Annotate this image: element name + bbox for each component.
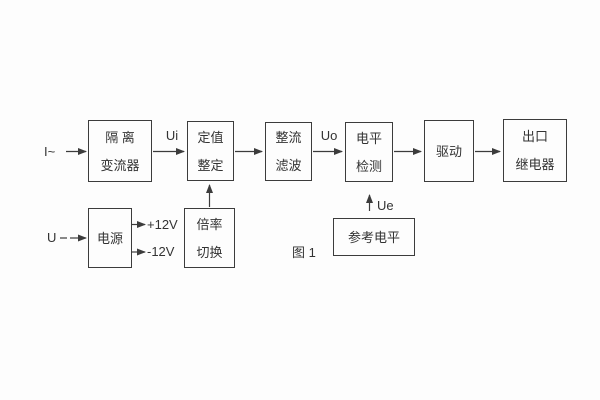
block-reference-level: 参考电平 (333, 218, 415, 256)
block-label: 变流器 (100, 157, 140, 173)
signal-label-positive-rail: +12V (147, 217, 178, 232)
block-label: 整流 (275, 130, 302, 145)
block-label: 滤波 (275, 158, 302, 173)
block-label: 隔 离 (105, 129, 135, 145)
block-rectify-filter: 整流 滤波 (265, 122, 312, 181)
block-label: 检测 (355, 158, 382, 174)
block-label: 参考电平 (347, 229, 400, 245)
block-ratio-switch: 倍率 切换 (184, 208, 235, 268)
block-label: 整定 (197, 157, 224, 173)
signal-label-ue: Ue (377, 198, 394, 213)
block-label: 定值 (197, 129, 224, 145)
block-isolation-transformer: 隔 离 变流器 (88, 120, 152, 182)
block-level-detection: 电平 检测 (345, 122, 393, 182)
block-label: 电源 (96, 230, 123, 246)
block-label: 继电器 (515, 157, 555, 172)
signal-label-ui: Ui (165, 128, 179, 143)
block-label: 倍率 (196, 216, 223, 232)
signal-label-voltage-input: U (47, 230, 57, 245)
block-label: 切换 (196, 244, 223, 260)
block-drive: 驱动 (424, 120, 474, 182)
block-label: 电平 (355, 130, 382, 146)
signal-label-negative-rail: -12V (147, 244, 175, 259)
block-label: 出口 (521, 129, 548, 144)
signal-label-uo: Uo (320, 128, 338, 143)
signal-label-current-input: I~ (44, 144, 56, 159)
block-value-setting: 定值 整定 (187, 121, 234, 181)
block-label: 驱动 (435, 143, 462, 159)
figure-caption: 图 1 (292, 245, 316, 260)
block-power: 电源 (88, 208, 132, 268)
block-outlet-relay: 出口 继电器 (503, 119, 567, 182)
